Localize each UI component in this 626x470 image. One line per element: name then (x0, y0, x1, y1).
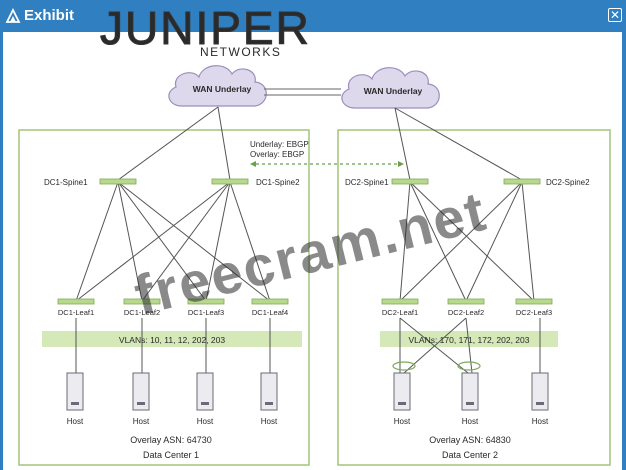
juniper-logo: JUNIPER (100, 2, 311, 54)
dc1-host-links (75, 318, 271, 373)
dc1-vlans-label: VLANs: 10, 11, 12, 202, 203 (119, 335, 225, 345)
dc2-host-3 (531, 372, 549, 411)
juniper-logo-sub: NETWORKS (200, 45, 281, 59)
dc1-asn-label: Overlay ASN: 64730 (130, 435, 212, 445)
esi-lag-1 (392, 361, 416, 371)
dc2-host-2 (461, 372, 479, 411)
dc2-host-3-label: Host (532, 417, 549, 426)
dc1-leaf1-switch (57, 298, 95, 305)
dc2-leaf2-label: DC2-Leaf2 (448, 308, 484, 317)
dc2-leaf3-label: DC2-Leaf3 (516, 308, 552, 317)
dc1-host-1-label: Host (67, 417, 84, 426)
dc1-leaf2-label: DC1-Leaf2 (124, 308, 160, 317)
dc2-name-label: Data Center 2 (442, 450, 498, 460)
dc1-host-2-label: Host (133, 417, 150, 426)
dc1-host-3 (196, 372, 214, 411)
esi-lag-2 (457, 361, 481, 371)
dc2-spine1-label: DC2-Spine1 (345, 178, 389, 187)
dc2-vlans-label: VLANs: 170, 171, 172, 202, 203 (409, 335, 530, 345)
exhibit-icon (5, 8, 21, 23)
dc1-name-label: Data Center 1 (143, 450, 199, 460)
dc2-leaf1-label: DC2-Leaf1 (382, 308, 418, 317)
dc1-leaf4-switch (251, 298, 289, 305)
dc1-host-4-label: Host (261, 417, 278, 426)
dc1-host-1 (66, 372, 84, 411)
dc2-host-2-label: Host (462, 417, 479, 426)
wan-cloud-1-label: WAN Underlay (193, 84, 252, 94)
wan-cloud-2-label: WAN Underlay (364, 86, 423, 96)
dc2-vlan-band (380, 331, 558, 347)
dc1-host-2 (132, 372, 150, 411)
dc1-box (18, 129, 310, 466)
dc1-leaf2-switch (123, 298, 161, 305)
dc2-leaf1-switch (381, 298, 419, 305)
dc1-spine2-switch (211, 178, 249, 185)
dc1-leaf4-label: DC1-Leaf4 (252, 308, 288, 317)
dc1-vlan-band (42, 331, 302, 347)
title-bar: Exhibit ✕ (0, 0, 626, 32)
dc2-leaf3-switch (515, 298, 553, 305)
peering-arrow-left (250, 161, 256, 167)
dc2-box (337, 129, 611, 466)
dc2-fabric-links (399, 181, 535, 302)
dc1-host-4 (260, 372, 278, 411)
dc2-host-1-label: Host (394, 417, 411, 426)
dc2-spine1-switch (391, 178, 429, 185)
window-border-left (0, 32, 3, 470)
cloud-spine-links (117, 106, 523, 181)
dc2-host-1 (393, 372, 411, 411)
dc1-spine1-switch (99, 178, 137, 185)
peering-overlay-label: Overlay: EBGP (250, 150, 304, 159)
dc1-host-3-label: Host (197, 417, 214, 426)
wan-cloud-1 (168, 65, 267, 107)
dc2-leaf2-switch (447, 298, 485, 305)
dc2-asn-label: Overlay ASN: 64830 (429, 435, 511, 445)
watermark: freecram.net (128, 179, 493, 327)
peering-underlay-label: Underlay: EBGP (250, 140, 309, 149)
dc1-spine2-label: DC1-Spine2 (256, 178, 300, 187)
dc1-leaf1-label: DC1-Leaf1 (58, 308, 94, 317)
close-icon: ✕ (609, 8, 621, 22)
dc1-fabric-links (75, 181, 271, 302)
dc2-spine2-switch (503, 178, 541, 185)
dc1-spine1-label: DC1-Spine1 (44, 178, 88, 187)
dc2-spine2-label: DC2-Spine2 (546, 178, 590, 187)
window-title: Exhibit (24, 7, 75, 24)
wan-cloud-2 (341, 67, 440, 109)
close-button[interactable]: ✕ (608, 8, 622, 22)
dc1-leaf3-label: DC1-Leaf3 (188, 308, 224, 317)
peering-arrow-right (398, 161, 404, 167)
window-border-right (622, 32, 626, 470)
dc1-leaf3-switch (187, 298, 225, 305)
